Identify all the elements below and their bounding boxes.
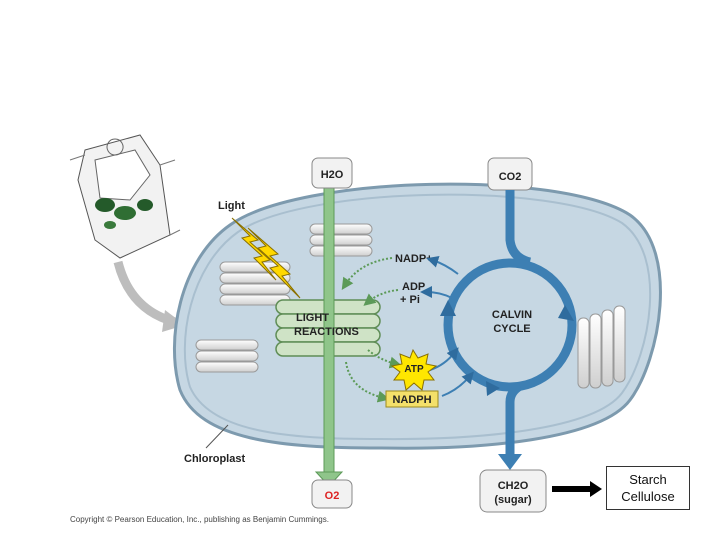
- ch2o-label: CH2O: [498, 480, 529, 492]
- plant-cell-icon: [69, 134, 181, 259]
- chloroplast-label: Chloroplast: [184, 453, 245, 465]
- light-reactions-label-line2: REACTIONS: [294, 326, 359, 338]
- calvin-to-adp-arrow: [420, 286, 453, 299]
- chloroplast-body: [173, 182, 662, 450]
- atp-burst-icon: [390, 348, 438, 391]
- sugar-flow-arrow: [505, 382, 523, 456]
- co2-label: CO2: [499, 171, 522, 183]
- calvin-label-line1: CALVIN: [492, 309, 532, 321]
- nadph-box: [385, 390, 439, 408]
- lightning-bolt-icon: [247, 227, 301, 299]
- atp-label: ATP: [404, 364, 424, 375]
- nadph-to-calvin-arrow: [441, 371, 474, 397]
- sugar-label: (sugar): [494, 494, 532, 506]
- product-arrow: [552, 486, 592, 492]
- o2-label: O2: [325, 490, 340, 502]
- light-to-atp-arrow: [367, 349, 402, 369]
- light-reactions-label-line1: LIGHT: [296, 312, 329, 324]
- sugar-box: [479, 469, 547, 513]
- lightning-bolt-icon: [231, 217, 277, 281]
- nadp-plus-label: NADP+: [395, 253, 433, 265]
- nadp-to-light-arrow: [341, 257, 393, 291]
- starch-cellulose-box: Starch Cellulose: [606, 466, 690, 510]
- nadph-label: NADPH: [392, 394, 431, 406]
- starch-label: Starch: [629, 472, 667, 487]
- calvin-to-nadp-arrow: [426, 256, 459, 275]
- calvin-cycle-ring: [443, 258, 577, 392]
- adp-label: ADP: [402, 281, 425, 293]
- o2-box: [311, 479, 353, 509]
- calvin-label-line2: CYCLE: [493, 323, 530, 335]
- thylakoid-stack: [219, 261, 291, 306]
- light-label: Light: [218, 200, 245, 212]
- h2o-label: H2O: [321, 169, 344, 181]
- adp-to-light-arrow: [363, 289, 399, 306]
- pi-label: + Pi: [400, 294, 420, 306]
- thylakoid-stack: [309, 223, 373, 257]
- thylakoid-stack: [577, 305, 626, 389]
- light-to-nadph-arrow: [345, 361, 390, 403]
- thylakoid-stack: [195, 339, 259, 373]
- cellulose-label: Cellulose: [621, 489, 675, 504]
- copyright-text: Copyright © Pearson Education, Inc., pub…: [70, 515, 329, 524]
- h2o-box: [311, 157, 353, 189]
